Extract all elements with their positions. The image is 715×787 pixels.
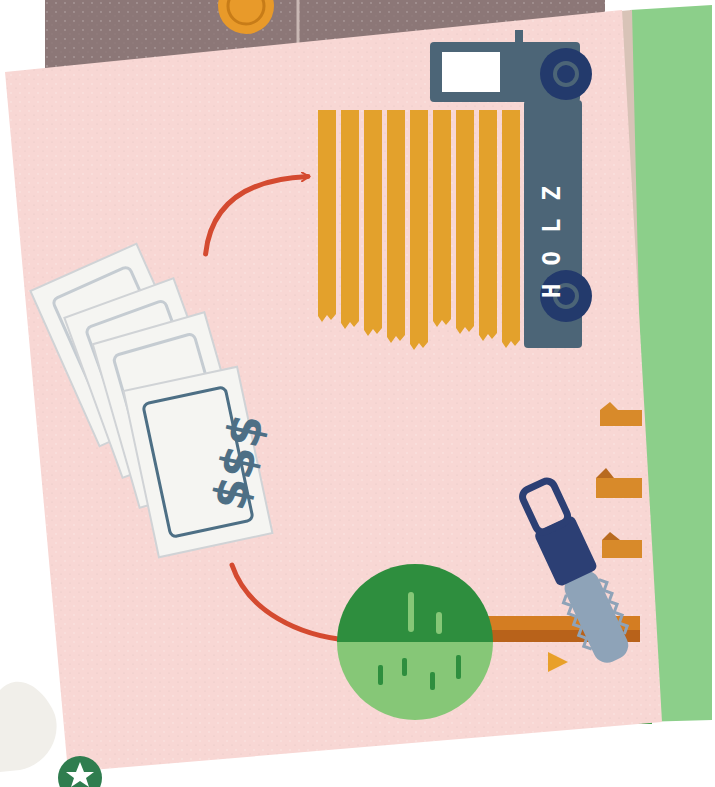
coin xyxy=(218,0,274,34)
log xyxy=(502,110,520,348)
wood-truck: HOLZ xyxy=(312,28,594,358)
note-paper xyxy=(124,367,273,557)
tree-circle xyxy=(337,564,493,720)
tree-stumps xyxy=(596,402,642,558)
log xyxy=(410,110,428,350)
truck-lettering: HOLZ xyxy=(540,168,564,298)
log xyxy=(433,110,451,327)
log xyxy=(364,110,382,336)
bank-note xyxy=(124,367,273,557)
truck-art xyxy=(318,30,592,350)
log xyxy=(456,110,474,334)
log xyxy=(318,110,336,322)
truck-window xyxy=(442,52,500,92)
pink-paper xyxy=(5,10,662,772)
star-badge xyxy=(58,756,102,787)
truck-wheel xyxy=(540,48,592,100)
wheel-hub xyxy=(555,63,577,85)
flow-arrow xyxy=(232,565,348,640)
star-symbol xyxy=(66,762,94,787)
truck-exhaust xyxy=(515,30,523,46)
coin-ring xyxy=(228,0,264,24)
log xyxy=(341,110,359,329)
pink-paper-texture xyxy=(5,10,662,772)
log xyxy=(387,110,405,343)
money-notes-art xyxy=(40,248,270,568)
money-notes: $$$ xyxy=(40,248,270,568)
log xyxy=(479,110,497,341)
notes-art xyxy=(30,244,272,557)
paper-scrap xyxy=(0,682,57,772)
chainsaw xyxy=(514,476,639,670)
flow-arrow xyxy=(206,177,308,255)
trunk-tip xyxy=(548,652,568,672)
